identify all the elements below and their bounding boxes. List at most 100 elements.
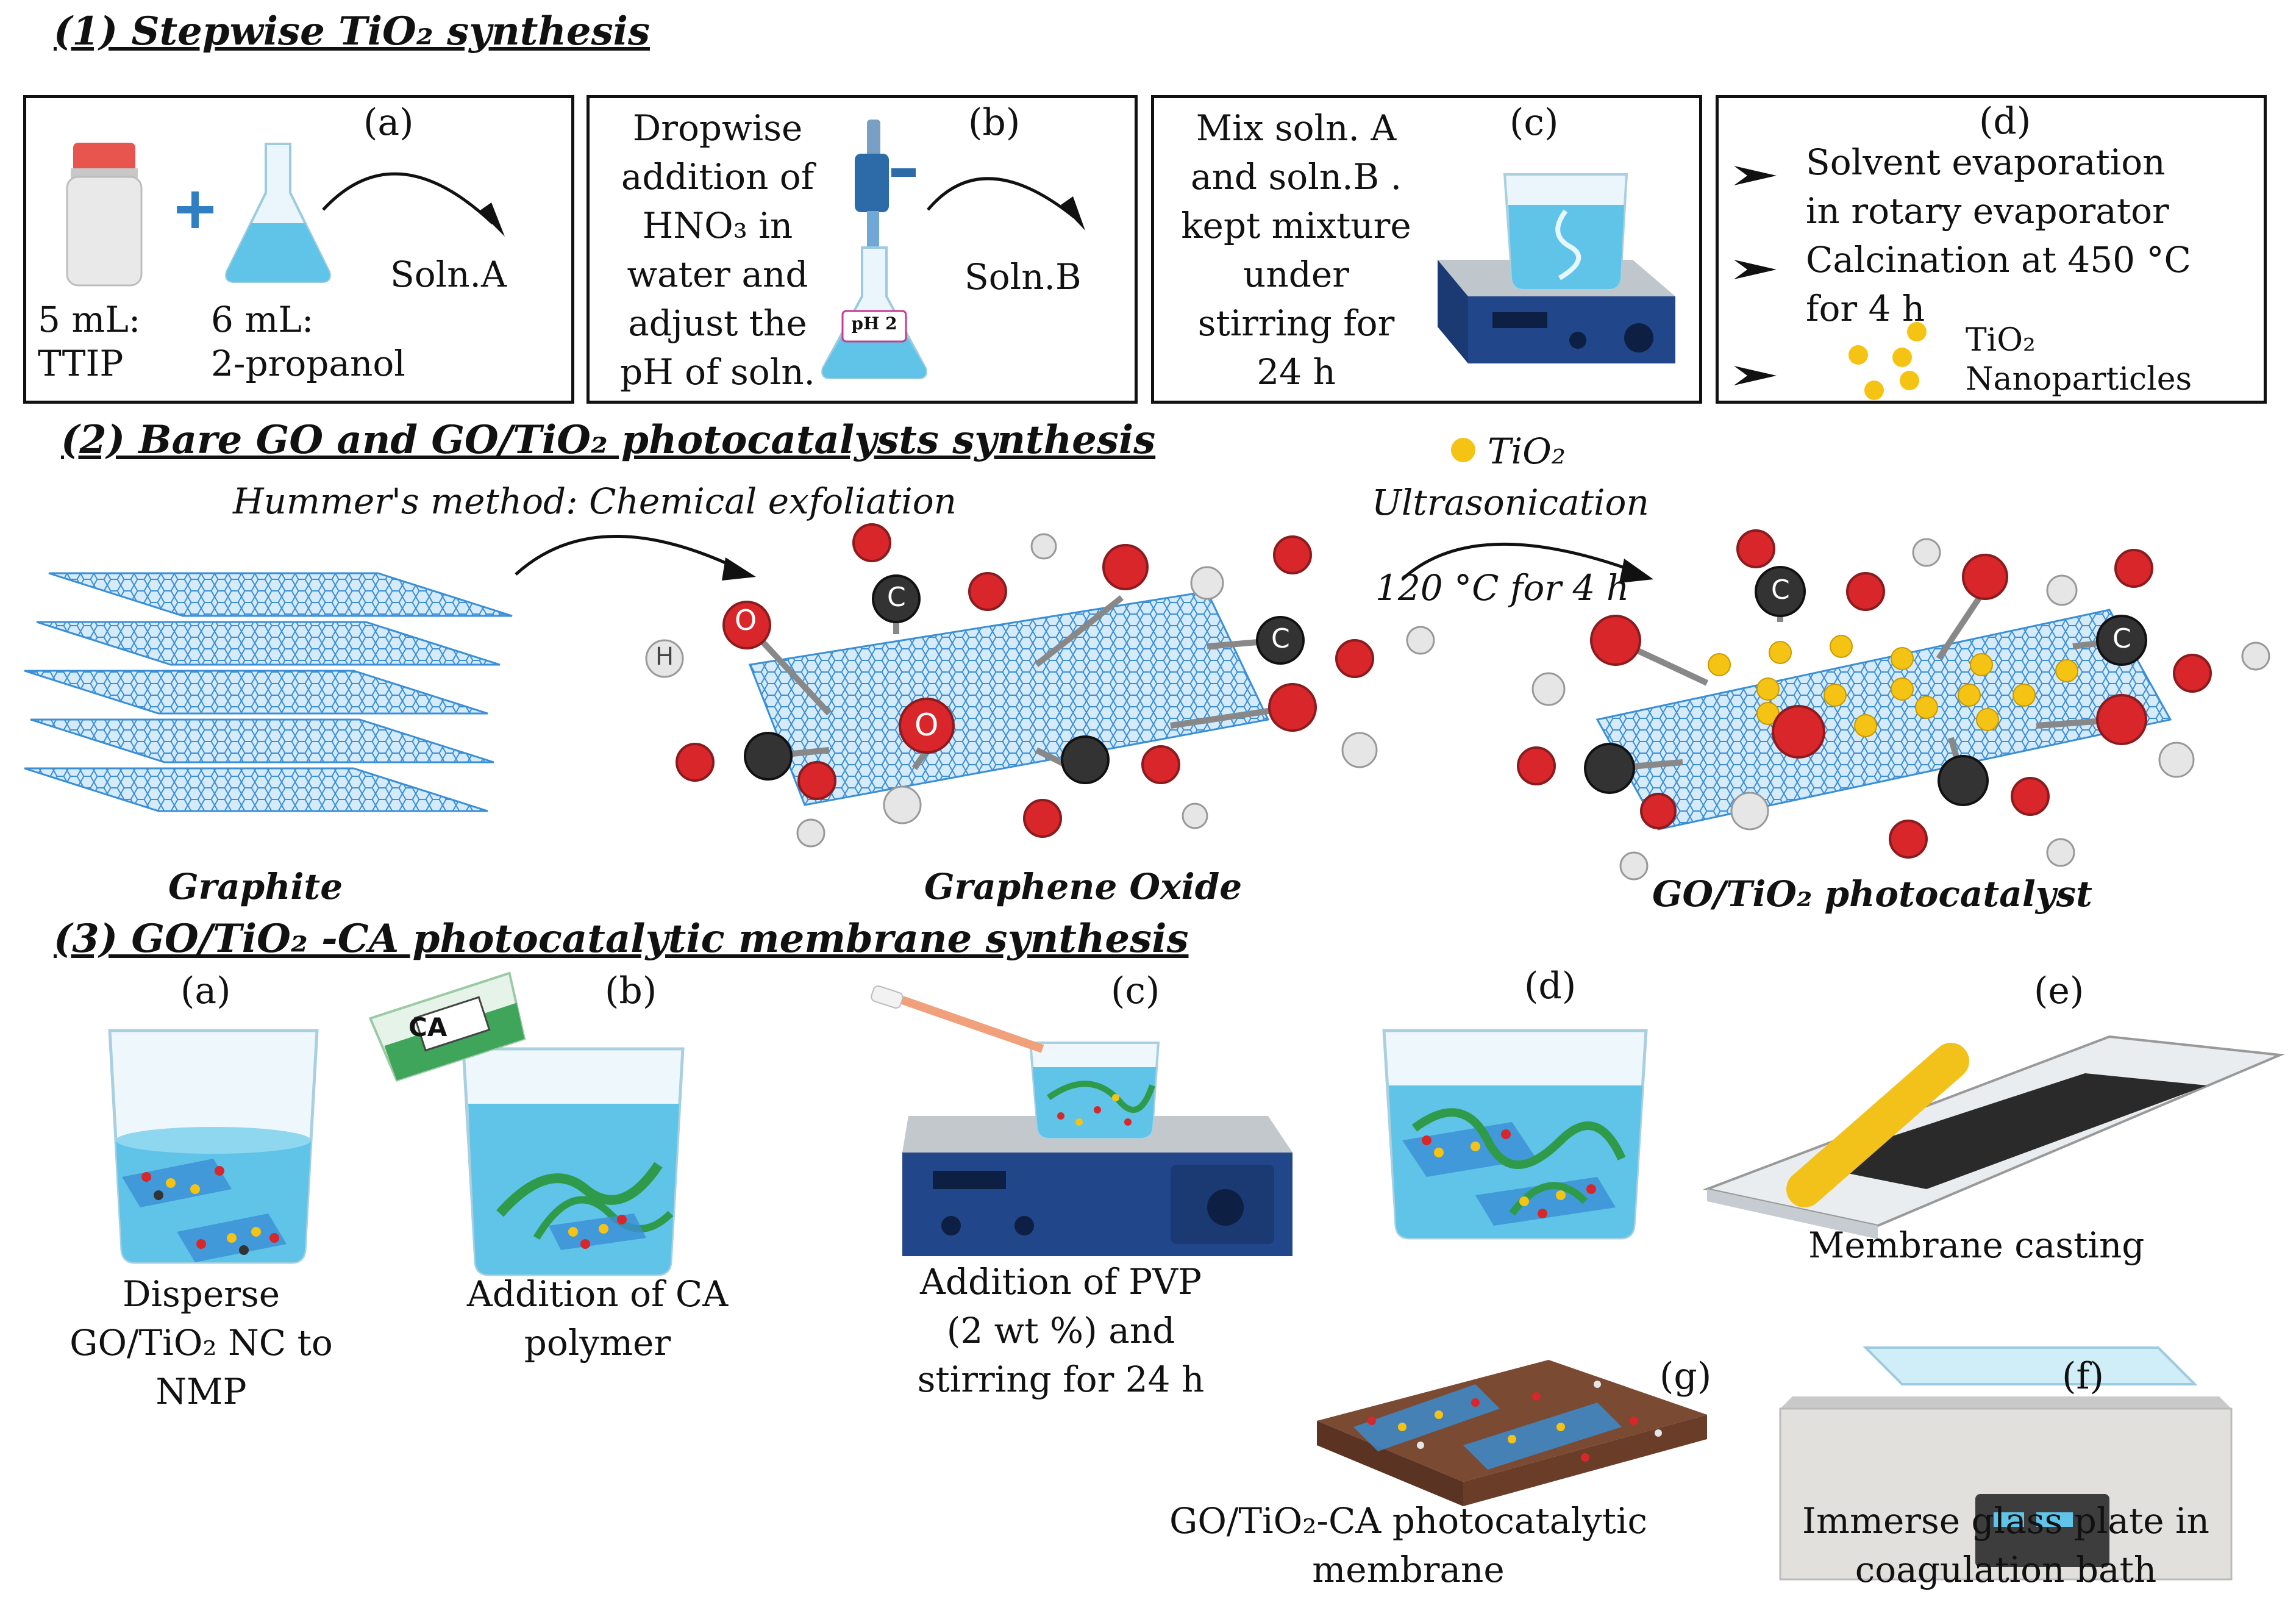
step1c-line: under xyxy=(1243,254,1349,295)
roller-icon xyxy=(1786,1043,1969,1207)
step1b-line: water and xyxy=(627,254,808,295)
beaker-icon xyxy=(1382,1029,1648,1240)
step1c-line: and soln.B . xyxy=(1190,156,1402,198)
step1d-calc-1: Calcination at 450 °C xyxy=(1806,239,2191,281)
step1d-box xyxy=(1716,95,2267,404)
ca-tag: CA xyxy=(408,1012,447,1042)
beaker-icon xyxy=(108,1029,319,1264)
chevron-right-icon xyxy=(1734,166,1777,185)
step3b-label: (b) xyxy=(605,970,657,1012)
step1b-line: HNO₃ in xyxy=(642,205,793,246)
membrane-casting-caption: Membrane casting xyxy=(1808,1224,2145,1266)
casting-plate-icon xyxy=(1702,1035,2285,1239)
step3b-line: Addition of CA xyxy=(466,1273,729,1315)
ultrasonication-label: Ultrasonication xyxy=(1372,482,1649,523)
step3a-line: Disperse xyxy=(122,1273,280,1315)
nanoparticles-label: Nanoparticles xyxy=(1966,361,2192,398)
tio2-legend-icon xyxy=(1451,438,1475,462)
step3a-caption: Disperse GO/TiO₂ NC to NMP xyxy=(24,1270,378,1416)
graphene-oxide-caption: Graphene Oxide xyxy=(924,866,1242,907)
curved-arrow-icon xyxy=(927,177,1075,218)
step1c-text: Mix soln. A and soln.B . kept mixture un… xyxy=(1156,104,1436,396)
step3a-line: NMP xyxy=(155,1371,247,1412)
bottle-cap-icon xyxy=(73,143,135,173)
hot-plate-icon xyxy=(902,1116,1292,1256)
step3g-line: GO/TiO₂-CA photocatalytic xyxy=(1169,1500,1647,1542)
step3a-label: (a) xyxy=(180,970,231,1012)
atom-c-label: C xyxy=(1771,574,1790,606)
atom-h-label: H xyxy=(655,643,674,671)
step1b-text: Dropwise addition of HNO₃ in water and a… xyxy=(593,104,843,396)
soln-a: Soln.A xyxy=(390,254,507,295)
soln-b: Soln.B xyxy=(964,256,1082,298)
step3c-line: stirring for 24 h xyxy=(917,1359,1205,1400)
atom-c-label: C xyxy=(2112,623,2131,654)
atom-o-label: O xyxy=(735,604,757,637)
step1d-illustration xyxy=(1734,166,1927,400)
beaker-icon xyxy=(1029,1042,1160,1139)
tio2-legend-label: TiO₂ xyxy=(1488,431,1566,472)
atom-c-label: C xyxy=(1271,623,1290,654)
step1b-label: (b) xyxy=(968,101,1021,144)
hummer-method: Hummer's method: Chemical exfoliation xyxy=(233,481,957,522)
section2-illustration xyxy=(24,438,2270,881)
pipette-icon xyxy=(871,985,1044,1053)
step1a-label: (a) xyxy=(363,101,414,144)
ttip-bottle-icon xyxy=(66,176,143,287)
step3f-label: (f) xyxy=(2062,1355,2105,1398)
step1b-line: addition of xyxy=(621,156,815,198)
step3c-caption: Addition of PVP (2 wt %) and stirring fo… xyxy=(854,1257,1268,1404)
temperature-label: 120 °C for 4 h xyxy=(1375,567,1630,609)
ph-tag xyxy=(841,310,907,343)
step1d-calc-2: for 4 h xyxy=(1806,288,1925,329)
step1c-line: Mix soln. A xyxy=(1196,107,1397,149)
tio2-label: TiO₂ xyxy=(1966,322,2036,359)
graphene-oxide-icon xyxy=(645,523,1435,848)
chevron-right-icon xyxy=(1734,260,1777,279)
step1c-line: stirring for xyxy=(1197,302,1395,344)
step1c-line: 24 h xyxy=(1257,351,1336,393)
step3a-line: GO/TiO₂ NC to xyxy=(70,1322,333,1364)
step1d-evap-2: in rotary evaporator xyxy=(1806,190,2169,232)
step1b-illustration xyxy=(821,120,1085,379)
tio2-particle-icon xyxy=(1907,322,1927,341)
step1c-label: (c) xyxy=(1510,101,1559,144)
section1-title: (1) Stepwise TiO₂ synthesis xyxy=(54,9,650,54)
ttip-amount: 5 mL: xyxy=(38,299,141,340)
step3f-line: Immerse glass plate in xyxy=(1802,1500,2209,1542)
step3c-label: (c) xyxy=(1111,970,1160,1012)
ttip-label: TTIP xyxy=(38,343,124,384)
step1b-line: Dropwise xyxy=(632,107,803,149)
atom-o-label: O xyxy=(914,707,939,743)
coagulation-bath-icon xyxy=(1779,1346,2233,1581)
step1a-illustration xyxy=(66,143,505,287)
curved-arrow-icon xyxy=(322,172,494,224)
section3-title: (3) GO/TiO₂ -CA photocatalytic membrane … xyxy=(54,916,1189,962)
section2-title: (2) Bare GO and GO/TiO₂ photocatalysts s… xyxy=(61,417,1156,463)
step3g-line: membrane xyxy=(1312,1549,1505,1590)
step1d-label: (d) xyxy=(1979,100,2031,143)
chevron-right-icon xyxy=(1734,366,1777,385)
step3e-label: (e) xyxy=(2034,970,2084,1012)
ph-tag-text: pH 2 xyxy=(851,313,897,334)
curved-arrow-icon xyxy=(515,534,744,576)
step3c-line: Addition of PVP xyxy=(919,1261,1202,1303)
graphite-icon xyxy=(24,572,513,812)
atom-c-label: C xyxy=(887,582,906,613)
go-tio2-caption: GO/TiO₂ photocatalyst xyxy=(1652,873,2092,915)
step1c-illustration xyxy=(1438,173,1675,363)
section3-illustration xyxy=(108,971,2285,1581)
step3b-caption: Addition of CA polymer xyxy=(415,1270,780,1367)
step1b-line: pH of soln. xyxy=(620,351,815,393)
step3g-label: (g) xyxy=(1660,1355,1712,1398)
step3b-line: polymer xyxy=(524,1322,671,1364)
ca-cup-icon xyxy=(368,971,526,1082)
step1d-evap-1: Solvent evaporation xyxy=(1806,141,2166,183)
curved-arrow-icon xyxy=(1401,542,1641,581)
membrane-icon xyxy=(1317,1360,1707,1506)
step3f-caption: Immerse glass plate in coagulation bath xyxy=(1744,1496,2268,1594)
step3d-label: (d) xyxy=(1524,965,1577,1007)
go-tio2-icon xyxy=(1517,529,2270,881)
propanol-amount: 6 mL: xyxy=(211,299,314,340)
step3f-line: coagulation bath xyxy=(1855,1549,2157,1590)
